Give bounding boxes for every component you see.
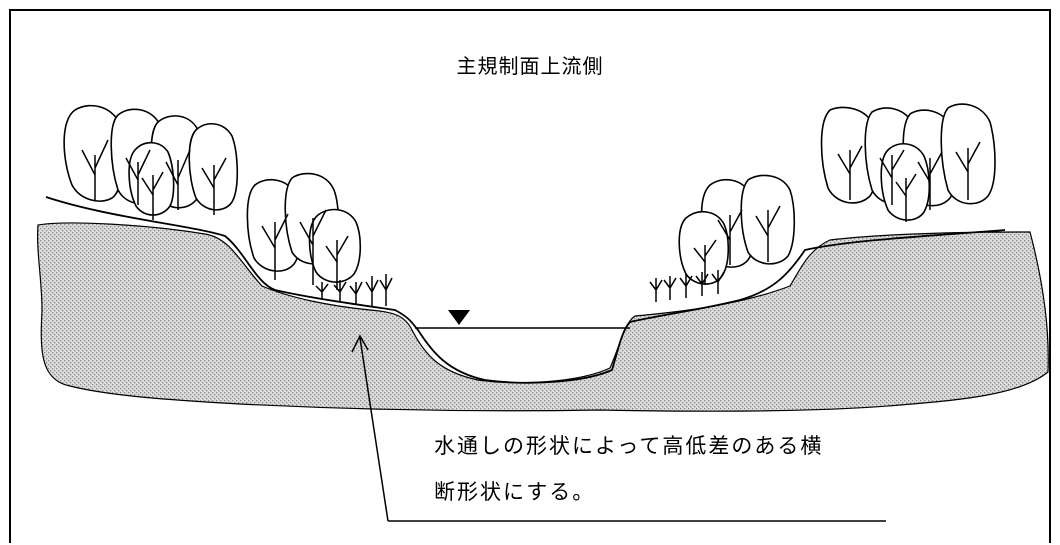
- figure-title: 主規制面上流側: [456, 54, 604, 78]
- left-tree-trunks: [81, 139, 393, 306]
- leader-arrow-shaft: [359, 337, 389, 522]
- annotation-line-2: 断形状にする。: [434, 480, 596, 504]
- right-tree-trunks: [649, 141, 981, 302]
- soil-embankment: [37, 222, 1049, 412]
- annotation-line-1: 水通しの形状によって高低差のある横: [434, 434, 824, 458]
- leader-arrow-head-icon: [351, 334, 369, 353]
- figure-frame: [9, 9, 1051, 543]
- water-level-triangle-icon: [448, 310, 470, 325]
- left-ground-line: [45, 196, 1006, 384]
- left-tree-cluster: [63, 104, 362, 283]
